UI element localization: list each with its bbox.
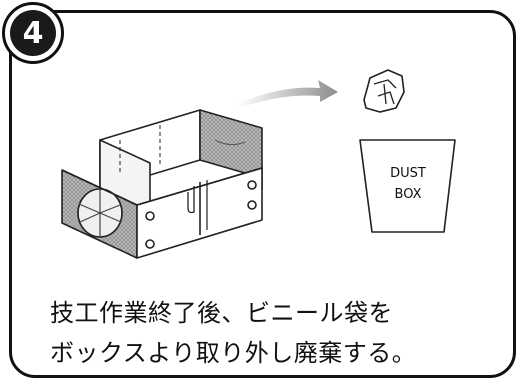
dust-box-label-line1: DUST	[390, 166, 426, 181]
dust-box-label-line2: BOX	[395, 187, 422, 202]
instruction-line-1: 技工作業終了後、ビニール袋を	[50, 299, 393, 327]
crumpled-bag-icon	[363, 69, 405, 113]
step-number: 4	[10, 10, 56, 56]
instruction-text: 技工作業終了後、ビニール袋を ボックスより取り外し廃棄する。	[50, 293, 510, 373]
box-illustration	[61, 109, 263, 259]
step-badge: 4	[2, 2, 64, 64]
instruction-line-2: ボックスより取り外し廃棄する。	[50, 339, 417, 367]
arrow-icon	[238, 80, 338, 108]
dust-box-icon: DUST BOX	[359, 139, 456, 233]
